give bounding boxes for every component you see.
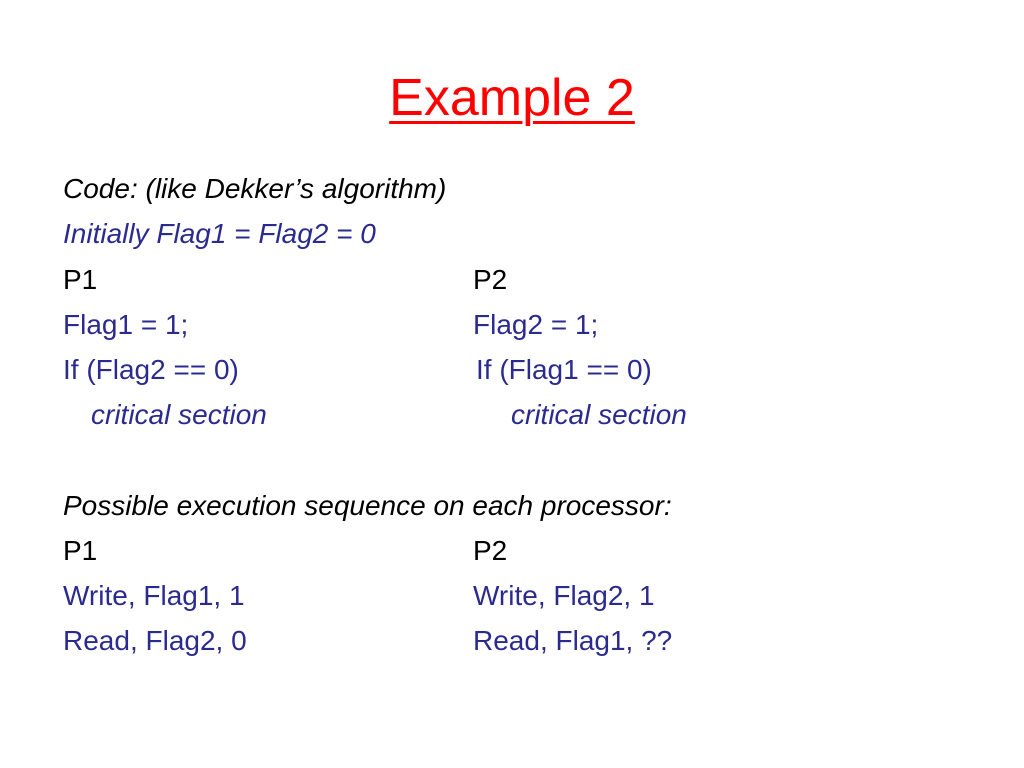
slide-title: Example 2 [389,69,635,127]
code-p1-critical-section: critical section [91,399,267,430]
code-p2-if-check: If (Flag1 == 0) [476,354,652,385]
sequence-p1-header: P1 [63,535,98,566]
sequence-p2-write: Write, Flag2, 1 [473,580,655,611]
code-p2-critical-section: critical section [511,399,687,430]
sequence-p2-read: Read, Flag1, ?? [473,625,673,656]
code-p2-header: P2 [473,264,508,295]
sequence-p1-read: Read, Flag2, 0 [63,625,247,656]
sequence-p2-header: P2 [473,535,508,566]
code-p1-header: P1 [63,264,98,295]
sequence-p1-write: Write, Flag1, 1 [63,580,245,611]
code-p1-set-flag: Flag1 = 1; [63,309,189,340]
code-p2-set-flag: Flag2 = 1; [473,309,599,340]
code-p1-if-check: If (Flag2 == 0) [63,354,239,385]
code-intro: Code: (like Dekker’s algorithm) [63,173,447,204]
initial-condition: Initially Flag1 = Flag2 = 0 [63,218,376,249]
sequence-intro: Possible execution sequence on each proc… [63,490,672,521]
